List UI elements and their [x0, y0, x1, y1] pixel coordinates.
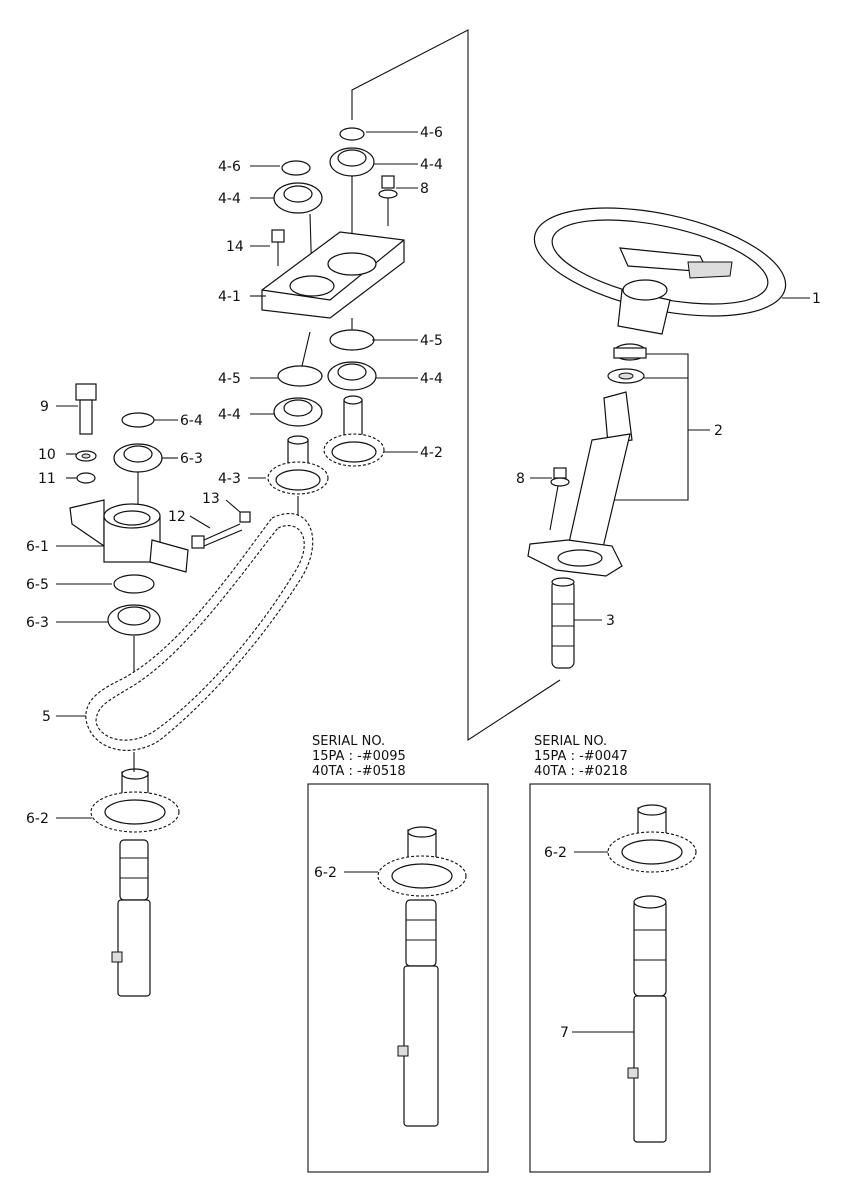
callout-4-6-left: 4-6 — [218, 159, 241, 175]
bearing-6-3-bottom — [107, 604, 161, 636]
callout-4-4-right: 4-4 — [420, 371, 443, 387]
callout-3: 3 — [606, 613, 615, 629]
assembly-guide-line — [351, 29, 561, 742]
serial-1-line2: 40TA : -#0518 — [312, 764, 406, 779]
bolt-8-right — [549, 467, 570, 531]
callout-4-2: 4-2 — [420, 445, 443, 461]
callout-6-2-left: 6-2 — [26, 811, 49, 827]
callout-7: 7 — [560, 1025, 569, 1041]
snap-ring-6-5 — [113, 574, 155, 594]
gear-4-3 — [267, 435, 329, 495]
callout-4-5-right: 4-5 — [420, 333, 443, 349]
washer-11 — [76, 472, 96, 484]
callout-6-2-box1: 6-2 — [314, 865, 337, 881]
callout-4-6-top: 4-6 — [420, 125, 443, 141]
callout-6-3-top: 6-3 — [180, 451, 203, 467]
snap-ring-4-5-right — [329, 329, 375, 351]
callout-9: 9 — [40, 399, 49, 415]
shaft-box1 — [397, 899, 439, 1127]
bracket-6-1 — [69, 499, 189, 573]
steering-wheel — [533, 207, 787, 335]
callout-14: 14 — [226, 239, 244, 255]
bolt-9 — [75, 383, 97, 435]
callout-4-4-lower-left: 4-4 — [218, 407, 241, 423]
serial-box-2 — [529, 783, 711, 1173]
snap-ring-6-4 — [121, 412, 155, 428]
callout-4-3: 4-3 — [218, 471, 241, 487]
serial-box-1 — [307, 783, 489, 1173]
gear-6-2-box1 — [377, 826, 467, 897]
bolt-12 — [191, 523, 243, 549]
callout-8-right: 8 — [516, 471, 525, 487]
serial-2-line2: 40TA : -#0218 — [534, 764, 628, 779]
bearing-4-4-lower-left — [273, 397, 323, 427]
callout-5: 5 — [42, 709, 51, 725]
callout-13: 13 — [202, 491, 220, 507]
snap-ring-4-6-left — [281, 160, 311, 176]
callout-12: 12 — [168, 509, 186, 525]
bearing-6-3-top — [113, 443, 163, 473]
callout-4-5-left: 4-5 — [218, 371, 241, 387]
nut-13 — [239, 511, 251, 523]
callout-4-4-left: 4-4 — [218, 191, 241, 207]
nut-washer — [607, 343, 647, 384]
serial-2-title: SERIAL NO. — [534, 734, 607, 749]
bearing-housing-4-1 — [261, 231, 405, 319]
snap-ring-4-6-top — [339, 127, 365, 141]
shaft-left — [111, 839, 151, 997]
callout-1: 1 — [812, 291, 821, 307]
bolt-14 — [271, 229, 285, 266]
callout-10: 10 — [38, 447, 56, 463]
callout-4-4-top: 4-4 — [420, 157, 443, 173]
callout-4-1: 4-1 — [218, 289, 241, 305]
callout-6-2-box2: 6-2 — [544, 845, 567, 861]
gear-4-2 — [323, 395, 385, 467]
serial-1-title: SERIAL NO. — [312, 734, 385, 749]
universal-joint — [551, 577, 575, 669]
gear-6-2-left — [90, 768, 180, 833]
washer-10 — [75, 450, 97, 462]
gear-6-2-box2 — [607, 804, 697, 873]
serial-2-line1: 15PA : -#0047 — [534, 749, 628, 764]
shaft-7 — [627, 895, 667, 1143]
steering-column — [527, 391, 633, 577]
callout-6-1: 6-1 — [26, 539, 49, 555]
callout-6-3-bottom: 6-3 — [26, 615, 49, 631]
snap-ring-4-5-left — [277, 365, 323, 387]
bearing-4-4-top — [329, 147, 375, 177]
bolt-8-top — [378, 175, 398, 226]
callout-2: 2 — [714, 423, 723, 439]
callout-11: 11 — [38, 471, 56, 487]
chain-5 — [85, 513, 314, 751]
callout-8-top: 8 — [420, 181, 429, 197]
bearing-4-4-right — [327, 361, 377, 391]
serial-1-line1: 15PA : -#0095 — [312, 749, 406, 764]
callout-6-4: 6-4 — [180, 413, 203, 429]
callout-6-5: 6-5 — [26, 577, 49, 593]
bearing-4-4-left — [273, 182, 323, 214]
